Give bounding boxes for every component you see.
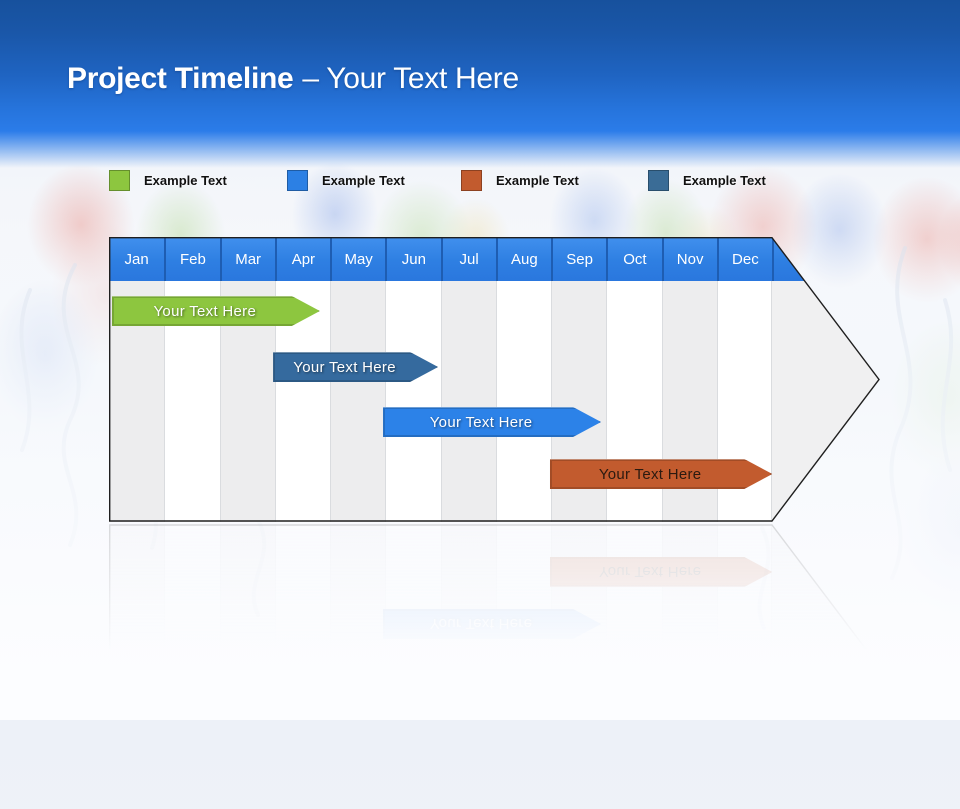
- legend-swatch: [109, 169, 130, 191]
- legend-swatch: [287, 169, 308, 191]
- legend-swatch: [461, 169, 482, 191]
- month-cell-apr: Apr: [275, 765, 330, 809]
- month-cell-aug: Aug: [496, 765, 551, 809]
- body-column: [440, 281, 496, 522]
- month-cell-nov: Nov: [661, 237, 717, 281]
- month-cell-jul: Jul: [440, 237, 496, 281]
- body-column: [385, 281, 441, 522]
- page-title-bold: Project Timeline: [67, 62, 294, 95]
- timeline-bar: Your Text Here: [550, 459, 772, 489]
- month-cell-sep: Sep: [551, 237, 606, 281]
- month-cell-may: May: [330, 237, 385, 281]
- month-cell-sep: Sep: [551, 765, 606, 809]
- month-cell-nov: Nov: [662, 765, 717, 809]
- month-cell-dec: Dec: [716, 237, 772, 281]
- month-header-filler: [772, 765, 880, 809]
- legend-label: Example Text: [322, 172, 405, 188]
- month-cell-dec: Dec: [717, 765, 772, 809]
- legend-item: Example Text: [109, 168, 227, 192]
- timeline-bar: Your Text Here: [112, 720, 320, 750]
- month-cell-aug: Aug: [495, 237, 551, 281]
- legend-label: Example Text: [496, 172, 579, 188]
- bar-label: Your Text Here: [598, 465, 702, 483]
- month-cell-jun: Jun: [385, 765, 440, 809]
- bar-label: Your Text Here: [429, 413, 533, 431]
- body-column: [330, 281, 386, 522]
- legend-label: Example Text: [144, 172, 227, 188]
- page-title-rest: – Your Text Here: [302, 62, 519, 95]
- legend-swatch: [648, 169, 669, 191]
- legend-item: Example Text: [461, 168, 579, 192]
- month-header-filler: [772, 237, 880, 281]
- month-cell-jun: Jun: [385, 237, 440, 281]
- body-column: [495, 281, 551, 522]
- month-cell-oct: Oct: [606, 765, 661, 809]
- timeline-bar: Your Text Here: [273, 352, 438, 382]
- timeline-bar: Your Text Here: [112, 296, 320, 326]
- month-cell-jan: Jan: [124, 778, 149, 796]
- timeline-bar: Your Text Here: [383, 407, 601, 437]
- month-cell-may: May: [330, 765, 385, 809]
- month-cell-apr: Apr: [274, 237, 330, 281]
- bar-label: Your Text Here: [153, 726, 257, 744]
- month-cell-oct: Oct: [606, 237, 661, 281]
- month-cell-jul: Jul: [441, 765, 496, 809]
- bar-label: Your Text Here: [293, 358, 396, 376]
- month-cell-feb: Feb: [164, 237, 219, 281]
- month-cell-feb: Feb: [164, 765, 219, 809]
- legend-item: Example Text: [287, 168, 405, 192]
- page-title: Project Timeline– Your Text Here: [67, 62, 519, 96]
- legend-label: Example Text: [683, 172, 766, 188]
- bar-label: Your Text Here: [153, 302, 257, 320]
- month-cell-mar: Mar: [220, 765, 275, 809]
- title-banner: [0, 0, 960, 168]
- legend-item: Example Text: [648, 168, 766, 192]
- month-cell-jan: Jan: [124, 250, 149, 268]
- month-cell-mar: Mar: [219, 237, 275, 281]
